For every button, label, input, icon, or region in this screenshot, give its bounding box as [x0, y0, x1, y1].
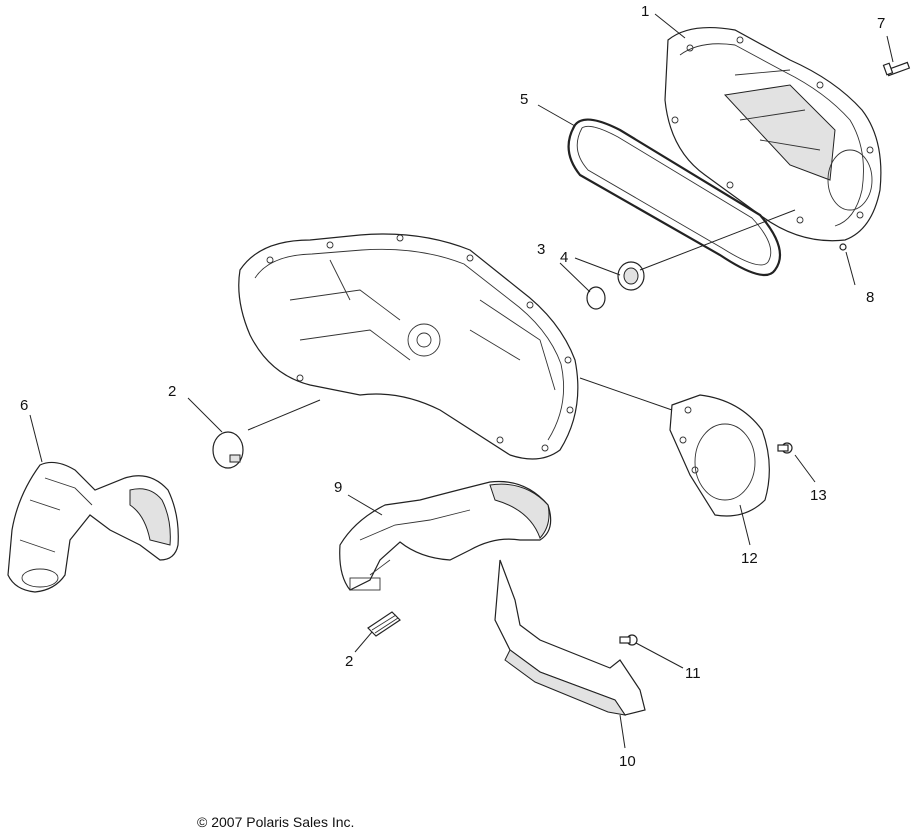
callout-2-upper: 2 [168, 383, 176, 400]
callout-1: 1 [641, 3, 649, 20]
copyright-notice: © 2007 Polaris Sales Inc. [197, 814, 354, 828]
intake-duct-part-6 [7, 461, 179, 593]
hose-clamp-part-2 [212, 431, 244, 469]
callout-11: 11 [685, 665, 701, 682]
callout-12: 12 [741, 550, 758, 567]
callout-7: 7 [877, 15, 885, 32]
callout-9: 9 [334, 479, 342, 496]
bolt-part-7 [882, 61, 911, 77]
hose-clamp-lower-part-2 [367, 611, 401, 637]
callout-10: 10 [619, 753, 636, 770]
callout-6: 6 [20, 397, 28, 414]
bracket-part-10 [494, 559, 646, 716]
callout-3: 3 [537, 241, 545, 258]
callout-4: 4 [560, 249, 568, 266]
outer-clutch-cover [664, 26, 882, 242]
drive-belt-inner [576, 125, 772, 266]
callout-5: 5 [520, 91, 528, 108]
callout-13: 13 [810, 487, 827, 504]
screw-part-8 [839, 243, 847, 251]
leader-lines [29, 13, 894, 749]
gasket-part-12 [669, 394, 770, 517]
bolt-part-13 [777, 442, 793, 454]
callout-8: 8 [866, 289, 874, 306]
drive-belt [567, 118, 782, 277]
retaining-ring-part-3 [586, 286, 606, 310]
bolt-part-11 [619, 634, 638, 646]
inner-clutch-housing [238, 233, 579, 460]
outlet-duct-part-9 [339, 480, 552, 591]
seal-part-4 [617, 261, 645, 291]
callout-2-lower: 2 [345, 653, 353, 670]
